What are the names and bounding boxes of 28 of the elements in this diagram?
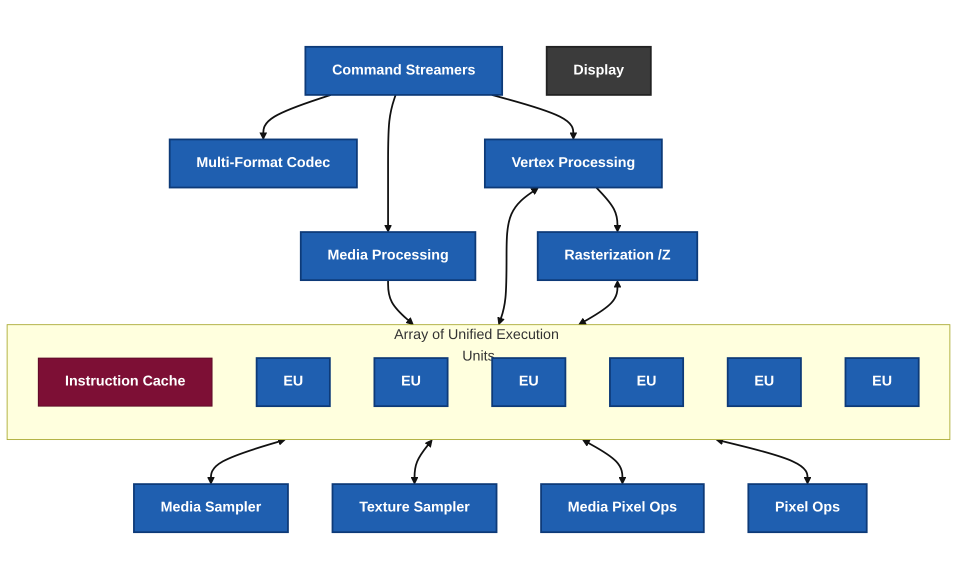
arrow [259,94,332,140]
arrow [410,440,433,484]
arrow [492,94,578,140]
node-box: EU [609,357,684,408]
node-box: Texture Sampler [332,483,498,534]
node-box: Media Pixel Ops [540,483,705,534]
node-box: Multi-Format Codec [168,138,358,188]
arrow [387,280,414,326]
node-box: Media Sampler [133,483,289,534]
node-box: EU [844,357,920,408]
node-box: EU [256,357,331,408]
node-box: Command Streamers [304,46,504,96]
node-box: EU [726,357,802,408]
node-box: EU [491,357,566,408]
node-box: EU [374,357,449,408]
node-box: Pixel Ops [747,483,868,534]
node-box: Display [546,46,652,96]
node-box: Rasterization /Z [536,231,698,282]
arrow [596,186,622,232]
arrow [384,94,396,232]
node-box: Media Processing [300,231,476,282]
node-box: Instruction Cache [38,358,213,407]
arrow [207,438,286,484]
node-box: Vertex Processing [484,138,663,188]
arrow [578,280,622,326]
arrow [582,439,626,484]
arrow [497,187,539,326]
arrow [716,438,812,484]
